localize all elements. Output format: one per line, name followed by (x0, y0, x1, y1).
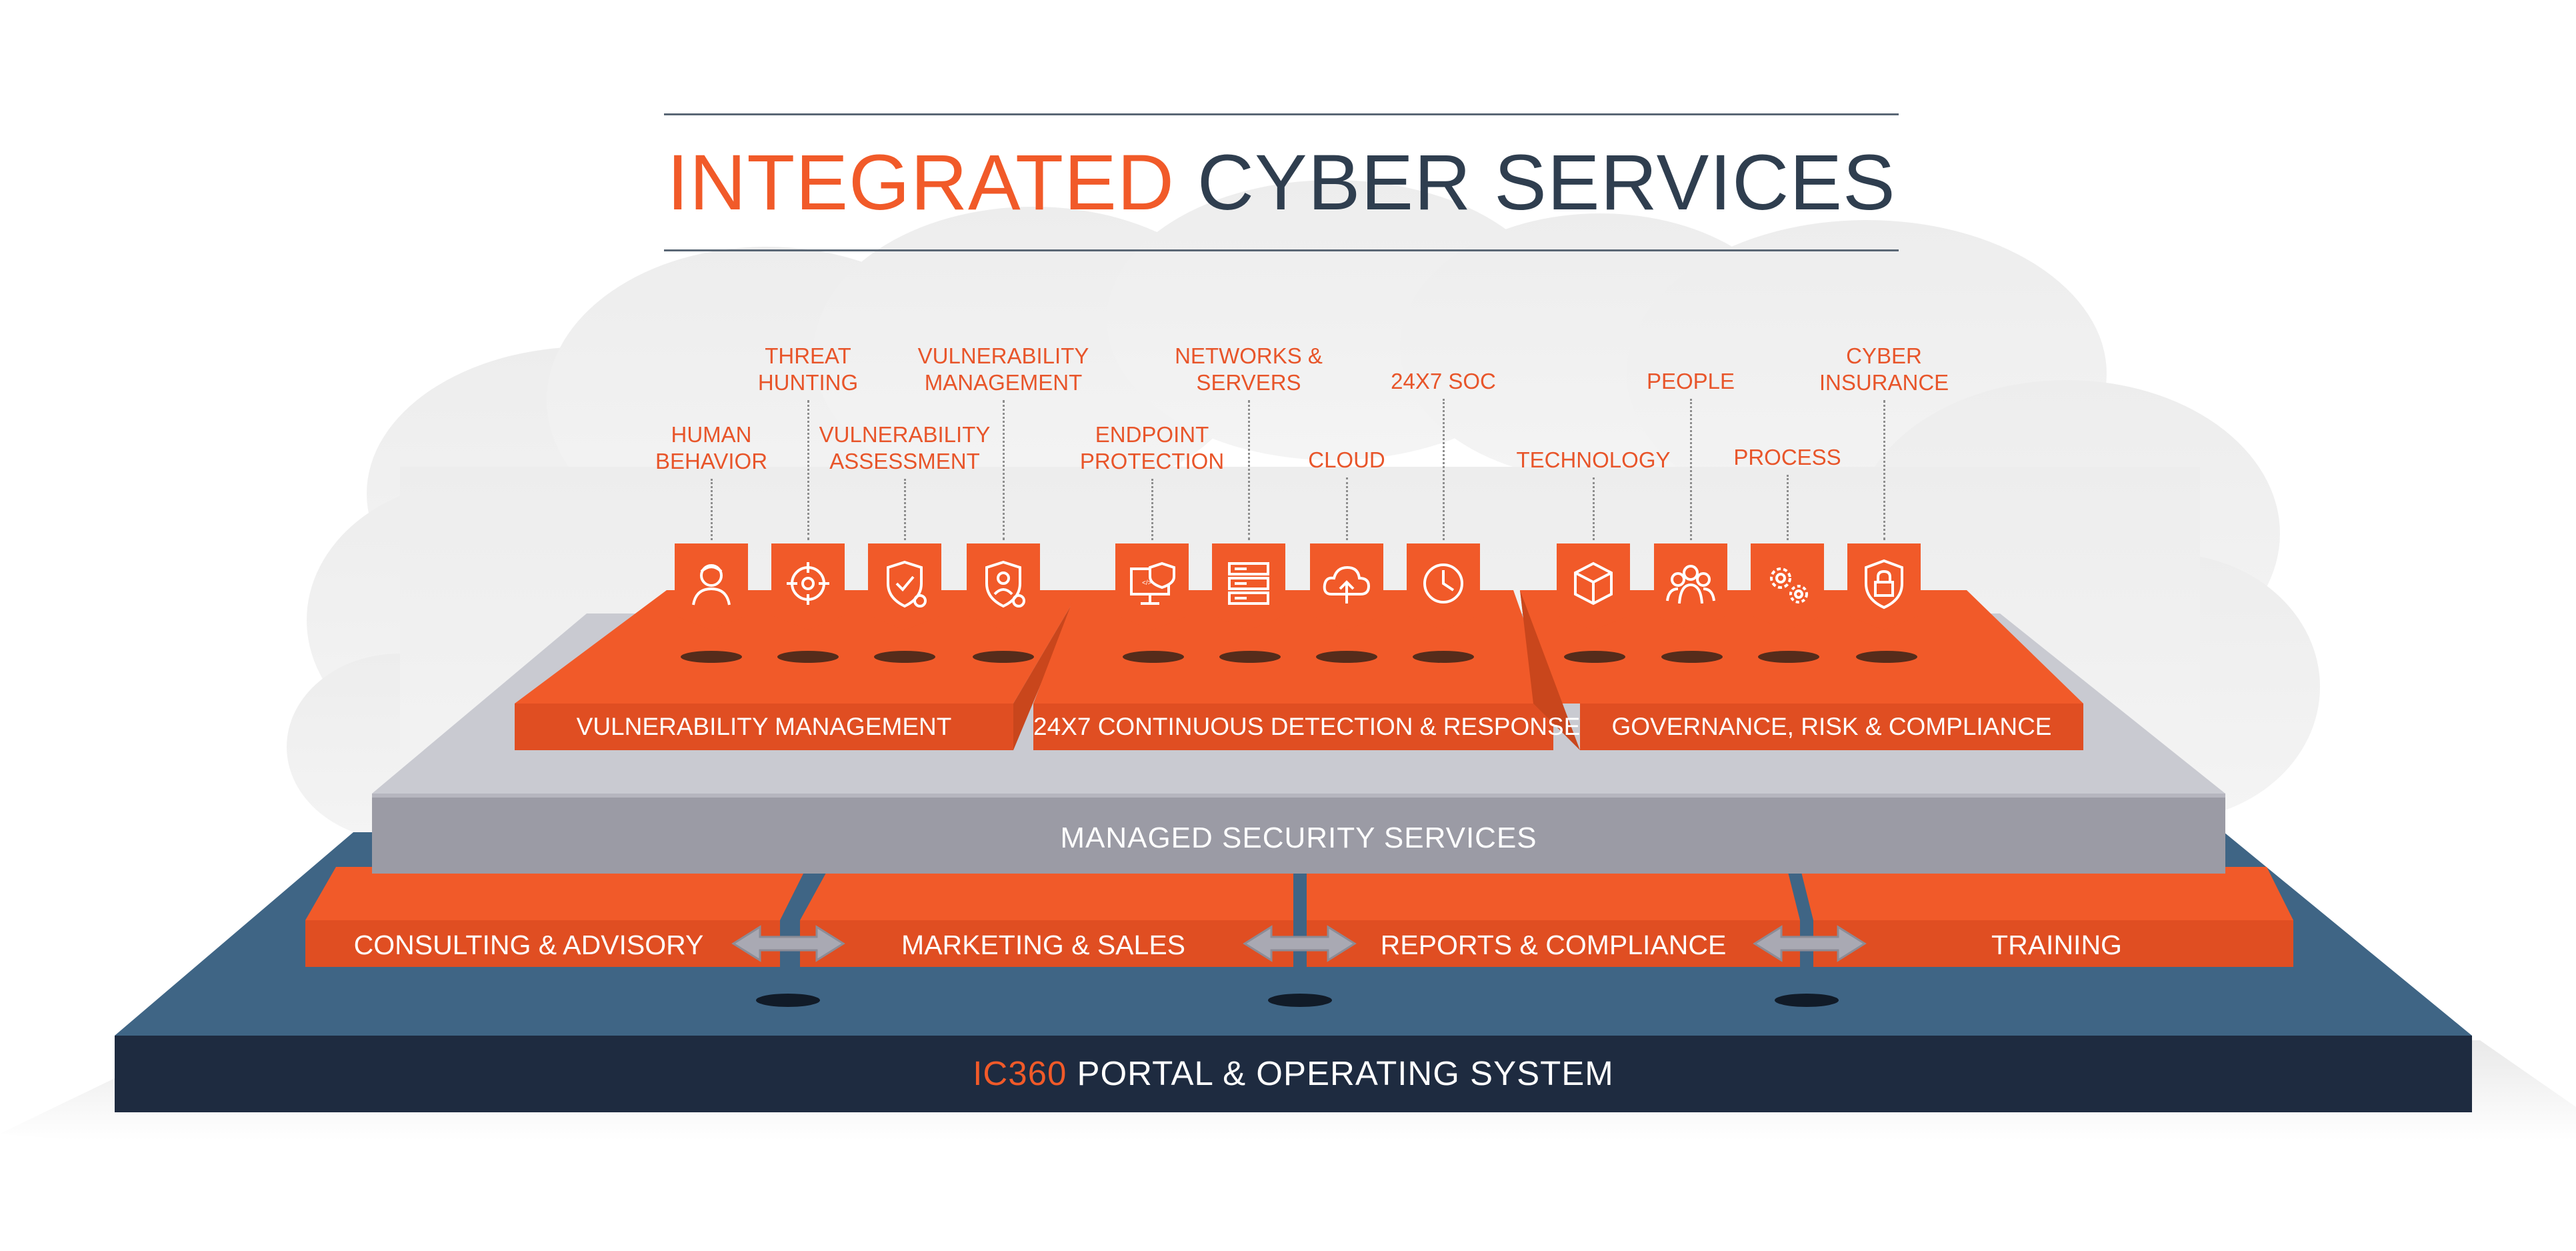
title-bottom-rule (664, 249, 1899, 251)
label-human-behavior: HUMAN BEHAVIOR (655, 422, 768, 473)
page-title: INTEGRATED CYBER SERVICES (664, 137, 1899, 228)
platform-label-continuous-detection: 24X7 CONTINUOUS DETECTION & RESPONSE (1033, 713, 1581, 740)
leader-line (1690, 399, 1692, 540)
label-cyber-insurance: CYBER INSURANCE (1819, 343, 1949, 395)
shield-user-icon (967, 543, 1040, 630)
crosshair-icon (771, 543, 845, 630)
people-icon (1654, 543, 1727, 630)
leader-line (1443, 399, 1445, 540)
managed-security-label: MANAGED SECURITY SERVICES (1060, 822, 1537, 854)
svg-text:</>: </> (1142, 579, 1152, 587)
cloud-upload-icon (1310, 543, 1383, 630)
label-networks-servers: NETWORKS & SERVERS (1175, 343, 1323, 395)
double-arrow-1 (731, 925, 845, 962)
block-label-training: TRAINING (1991, 930, 2122, 960)
title-top-rule (664, 113, 1899, 115)
leader-line (711, 479, 713, 540)
label-vulnerability-management: VULNERABILITY MANAGEMENT (917, 343, 1089, 395)
leader-line (1346, 477, 1348, 540)
label-24x7-soc: 24X7 SOC (1391, 369, 1496, 393)
platform-label-vulnerability-management: VULNERABILITY MANAGEMENT (576, 713, 952, 740)
label-vulnerability-assessment: VULNERABILITY ASSESSMENT (819, 422, 991, 473)
clock-icon (1407, 543, 1480, 630)
title-rest: CYBER SERVICES (1175, 139, 1896, 227)
platform-label-governance: GOVERNANCE, RISK & COMPLIANCE (1611, 713, 2052, 740)
shield-lock-icon (1847, 543, 1921, 630)
double-arrow-2 (1243, 925, 1357, 962)
leader-line (1787, 475, 1789, 540)
label-cloud: CLOUD (1308, 447, 1385, 472)
leader-line (904, 479, 906, 540)
label-technology: TECHNOLOGY (1516, 447, 1671, 472)
portal-rest: PORTAL & OPERATING SYSTEM (1067, 1054, 1614, 1092)
leader-line (1593, 477, 1595, 540)
label-people: PEOPLE (1646, 369, 1735, 393)
portal-accent: IC360 (973, 1054, 1067, 1092)
gears-icon (1751, 543, 1824, 630)
label-threat-hunting: THREAT HUNTING (757, 343, 859, 395)
person-icon (675, 543, 748, 630)
server-rack-icon (1212, 543, 1285, 630)
leader-line (1151, 479, 1153, 540)
double-arrow-3 (1753, 925, 1867, 962)
leader-line (1003, 400, 1005, 540)
leader-line (1883, 400, 1885, 540)
label-process: PROCESS (1733, 445, 1841, 469)
block-label-marketing: MARKETING & SALES (901, 930, 1186, 960)
block-label-consulting: CONSULTING & ADVISORY (353, 930, 704, 960)
cube-icon (1557, 543, 1630, 630)
shield-check-icon (868, 543, 941, 630)
platform-shadow-dots (681, 651, 1917, 663)
portal-label: IC360 PORTAL & OPERATING SYSTEM (115, 1040, 2472, 1107)
monitor-code-icon: </> (1115, 543, 1189, 630)
leader-line (807, 400, 809, 540)
label-endpoint-protection: ENDPOINT PROTECTION (1079, 422, 1225, 473)
leader-line (1248, 400, 1250, 540)
bottom-blocks-shapes (305, 867, 2293, 967)
block-label-reports: REPORTS & COMPLIANCE (1380, 930, 1727, 960)
title-accent: INTEGRATED (667, 139, 1175, 227)
